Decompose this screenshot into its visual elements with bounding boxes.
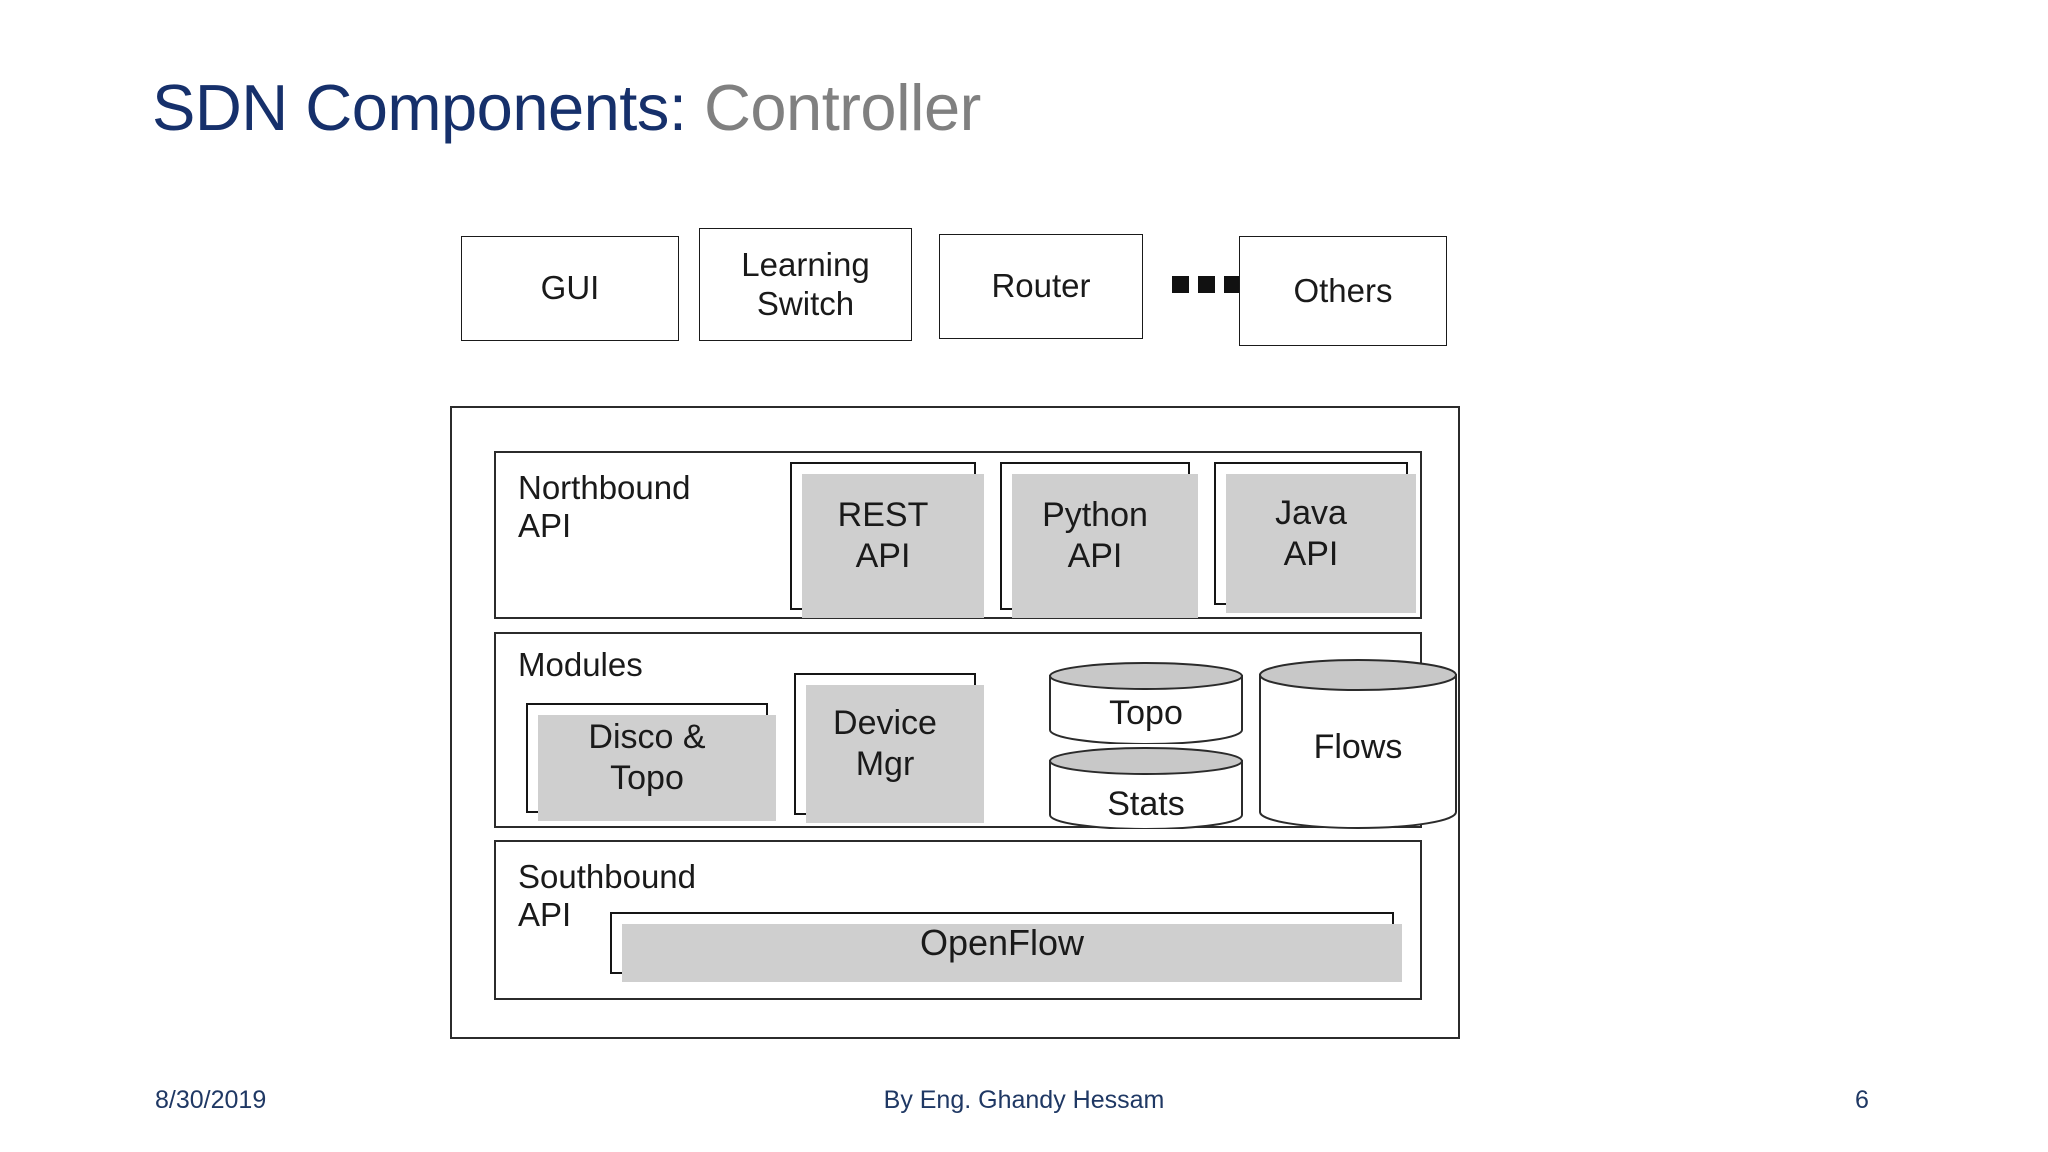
page-title-sub: Controller [703,71,981,144]
ellipsis-dot-1 [1172,276,1189,293]
box-disco-topo[interactable]: Disco & Topo [526,703,776,821]
box-java-api[interactable]: Java API [1214,462,1416,613]
app-box-router-label: Router [991,267,1091,305]
app-box-learning-switch-label: Learning Switch [741,246,870,322]
box-python-api-label: Python API [1042,496,1148,575]
app-box-others-label: Others [1293,271,1393,309]
ellipsis-icon [1172,276,1241,293]
cylinder-stats[interactable]: Stats [1048,747,1244,829]
app-box-gui[interactable]: GUI [461,236,679,341]
box-rest-api[interactable]: REST API [790,462,984,618]
cylinder-flows-label: Flows [1313,728,1403,766]
cylinder-flows[interactable]: Flows [1258,658,1458,830]
layer-northbound-api: Northbound API REST API Python API Java … [494,451,1422,619]
ellipsis-dot-2 [1198,276,1215,293]
layer-modules: Modules Disco & Topo Device Mgr Topo Sta… [494,632,1457,829]
database-cylinder-icon [1049,747,1243,829]
box-openflow-label: OpenFlow [919,922,1085,964]
box-device-mgr-label: Device Mgr [833,704,937,783]
box-java-api-label: Java API [1275,493,1347,573]
ellipsis-dot-3 [1224,276,1241,293]
box-openflow[interactable]: OpenFlow [610,912,1402,982]
app-box-gui-label: GUI [540,269,600,307]
box-disco-topo-label: Disco & Topo [588,718,706,797]
app-box-router[interactable]: Router [939,234,1143,339]
footer-author: By Eng. Ghandy Hessam [883,1086,1165,1114]
page-title-main: SDN Components: [152,71,687,144]
layer-southbound-api-label: Southbound API [518,858,697,934]
page-title: SDN Components: Controller [152,72,981,144]
cylinder-stats-label: Stats [1107,785,1185,823]
cylinder-topo[interactable]: Topo [1048,662,1244,744]
app-box-others[interactable]: Others [1239,236,1447,346]
box-device-mgr[interactable]: Device Mgr [794,673,984,823]
database-cylinder-icon [1259,659,1457,829]
layer-southbound-api: Southbound API OpenFlow [494,840,1422,1000]
footer-page-number: 6 [1855,1086,1869,1114]
app-box-learning-switch[interactable]: Learning Switch [699,228,912,341]
controller-container: Northbound API REST API Python API Java … [450,406,1460,1039]
database-cylinder-icon [1049,662,1243,744]
layer-modules-label: Modules [518,646,643,683]
layer-northbound-api-label: Northbound API [518,469,691,545]
box-rest-api-label: REST API [837,496,929,575]
footer-date: 8/30/2019 [155,1086,267,1114]
box-python-api[interactable]: Python API [1000,462,1198,618]
cylinder-topo-label: Topo [1109,694,1183,732]
